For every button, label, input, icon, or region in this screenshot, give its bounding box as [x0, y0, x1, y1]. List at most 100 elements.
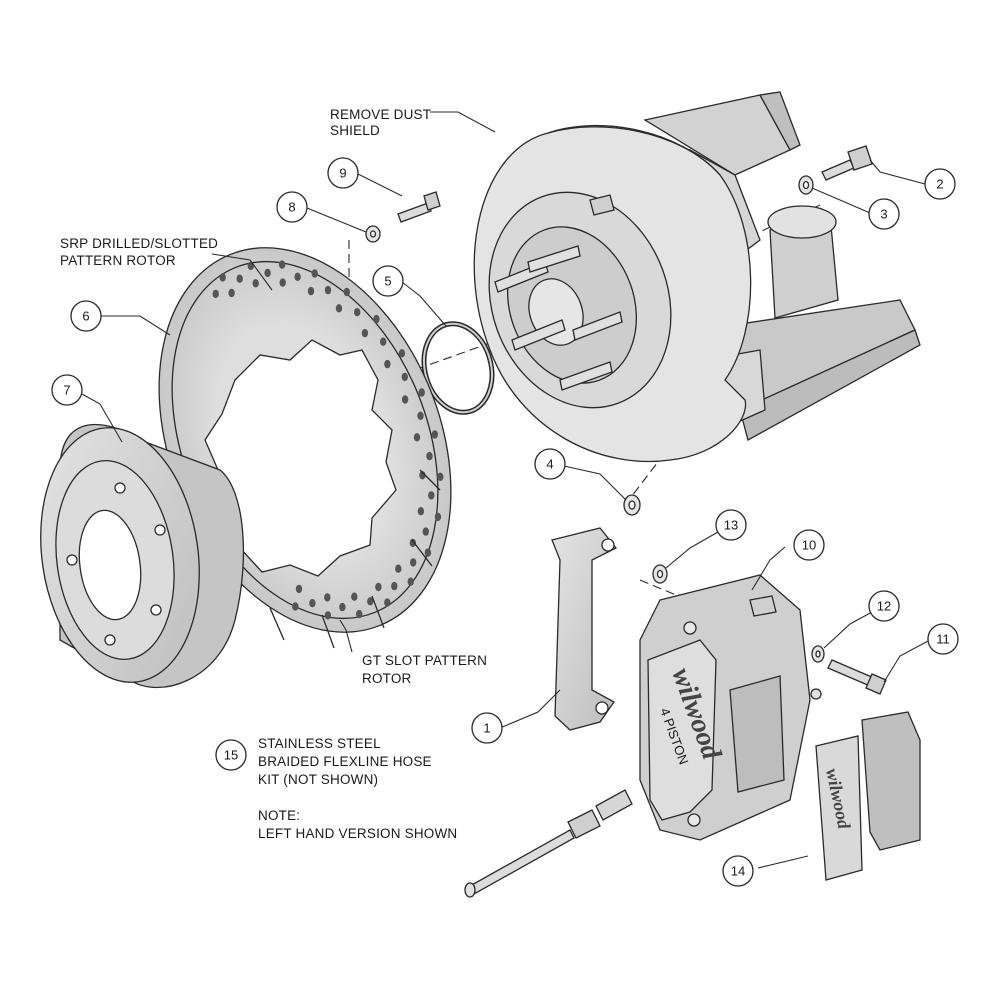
drill-hole: [236, 274, 243, 283]
drill-hole: [398, 349, 406, 358]
callout-1: 1: [471, 712, 503, 744]
drill-hole: [380, 337, 387, 346]
drill-hole: [375, 582, 382, 592]
drill-hole: [294, 272, 301, 281]
caliper-bracket-1: [551, 527, 618, 731]
drill-hole: [367, 597, 374, 606]
callout-number: 15: [224, 748, 238, 763]
callout-number: 6: [82, 309, 89, 324]
drill-hole: [279, 278, 286, 287]
label-srp-rotor-1: SRP DRILLED/SLOTTED: [60, 236, 218, 251]
drill-hole: [264, 268, 271, 278]
drill-hole: [417, 411, 424, 420]
drill-hole: [356, 609, 363, 619]
drill-hole: [434, 512, 442, 522]
callout-circle: [722, 855, 754, 887]
callout-number: 10: [802, 538, 816, 553]
callout-number: 2: [936, 177, 943, 192]
mounting-bolt-2: [821, 145, 873, 181]
drill-hole: [413, 433, 421, 442]
bolt-9: [397, 191, 441, 223]
callout-11: 11: [927, 623, 959, 655]
label-remove-dust-shield-2: SHIELD: [330, 123, 380, 138]
rotor-drill-holes: [212, 260, 444, 620]
label-srp-rotor-2: PATTERN ROTOR: [60, 253, 176, 268]
callout-14: 14: [722, 855, 754, 887]
callout-circle: [276, 191, 308, 223]
callout-5: 5: [372, 265, 404, 297]
wheel-studs: [494, 245, 623, 391]
callout-number: 8: [288, 200, 295, 215]
drill-hole: [219, 273, 226, 282]
callout-circle: [868, 198, 900, 230]
callout-circle: [715, 509, 747, 541]
label-remove-dust-shield-1: REMOVE DUST: [330, 107, 431, 122]
drill-hole: [422, 527, 429, 536]
drill-hole: [252, 279, 259, 288]
drill-hole: [424, 548, 432, 557]
drill-hole: [418, 388, 425, 397]
callout-circle: [327, 157, 359, 189]
callout-12: 12: [868, 590, 900, 622]
rotor-hat-7: [40, 423, 245, 689]
callout-number: 5: [384, 274, 391, 289]
callout-8: 8: [276, 191, 308, 223]
label-note-2: LEFT HAND VERSION SHOWN: [258, 826, 457, 841]
rotor-slots: [221, 469, 441, 649]
label-gt-rotor-2: ROTOR: [362, 671, 412, 686]
drill-hole: [401, 372, 408, 382]
callout-number: 12: [877, 599, 891, 614]
callout-number: 1: [483, 721, 490, 736]
callout-4: 4: [534, 448, 566, 480]
o-ring-5: [421, 321, 495, 415]
drill-hole: [431, 430, 438, 439]
callout-circle: [927, 623, 959, 655]
bleeder-screw: [810, 688, 822, 700]
callout-circle: [924, 168, 956, 200]
drill-hole: [311, 269, 318, 278]
drill-hole: [426, 451, 433, 461]
callout-number: 3: [880, 207, 887, 222]
drill-hole: [373, 314, 380, 324]
drill-hole: [324, 285, 332, 295]
label-hose-kit-3: KIT (NOT SHOWN): [258, 772, 378, 787]
drill-hole: [335, 304, 343, 313]
drill-hole: [339, 602, 346, 612]
label-hose-kit-1: STAINLESS STEEL: [258, 736, 381, 751]
washer-4: [623, 494, 641, 516]
caliper-10: wilwood 4 PISTON: [639, 574, 811, 841]
drill-hole: [278, 260, 286, 269]
drill-hole: [391, 581, 398, 591]
drill-hole: [384, 359, 391, 369]
callout-number: 7: [63, 383, 70, 398]
callout-circle: [793, 529, 825, 561]
drill-hole: [292, 602, 299, 611]
drill-hole: [384, 598, 391, 607]
drill-hole: [307, 286, 315, 296]
washer-3: [798, 175, 814, 195]
drill-hole: [247, 261, 254, 271]
callout-circle: [70, 300, 102, 332]
label-gt-rotor-1: GT SLOT PATTERN: [362, 653, 487, 668]
drill-hole: [324, 611, 332, 620]
drill-hole: [295, 584, 303, 594]
callout-10: 10: [793, 529, 825, 561]
brake-pads-14: wilwood: [815, 711, 921, 881]
label-hose-kit-2: BRAIDED FLEXLINE HOSE: [258, 754, 432, 769]
callout-2: 2: [924, 168, 956, 200]
drill-hole: [409, 538, 416, 548]
callout-7: 7: [51, 374, 83, 406]
wheel-hub: [488, 191, 672, 409]
hat-bolt-holes: [66, 482, 166, 646]
drill-hole: [309, 599, 316, 608]
callout-number: 4: [546, 457, 553, 472]
washer-8: [365, 225, 381, 243]
drill-hole: [410, 558, 417, 567]
washer-13: [652, 564, 668, 584]
drill-hole: [395, 564, 402, 573]
callout-15: 15: [215, 739, 247, 771]
callout-number: 11: [936, 632, 950, 647]
